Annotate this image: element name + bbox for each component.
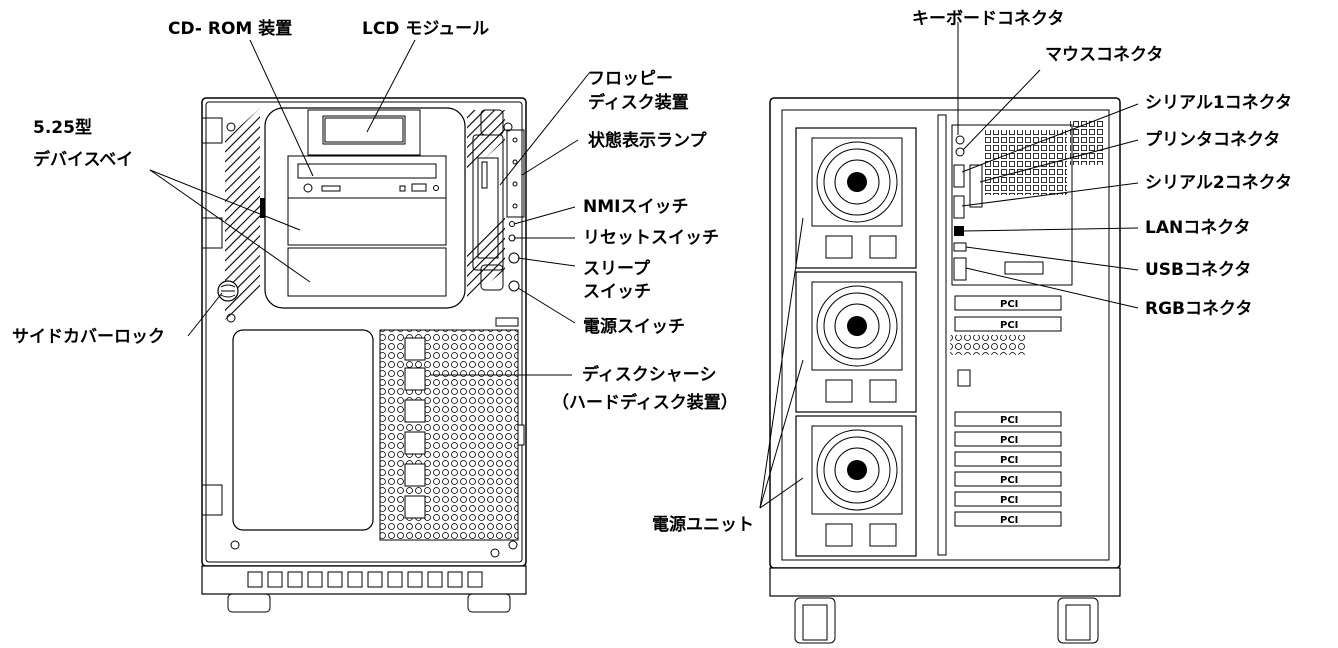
front-base xyxy=(201,565,527,595)
casters xyxy=(794,597,1099,644)
upper-bay-panel xyxy=(264,107,466,309)
cdrom-label: CD- ROM 装置 xyxy=(168,18,292,39)
serial2-port xyxy=(953,195,965,219)
rear-labels: キーボードコネクタ マウスコネクタ シリアル1コネクタ プリンタコネクタ シリア… xyxy=(652,9,1292,535)
base-vents xyxy=(247,571,483,588)
floppy-label-line2: ディスク装置 xyxy=(588,92,689,113)
lcd-module xyxy=(307,109,421,156)
pci-label: PCI xyxy=(1000,475,1018,486)
pci-label: PCI xyxy=(1000,495,1018,506)
pci-label: PCI xyxy=(1000,299,1018,310)
rear-view: PCI PCI PCI PCI PCI PCI PCI PCI xyxy=(769,97,1121,644)
psu-ac-inlets xyxy=(825,235,897,547)
printer-label: プリンタコネクタ xyxy=(1145,129,1280,150)
rear-io-panel xyxy=(951,124,1073,286)
sleep-label-line2: スイッチ xyxy=(583,282,651,302)
disk-chassis-label: ディスクシャーシ xyxy=(582,364,716,385)
device-bay-1 xyxy=(287,197,447,246)
power-switch xyxy=(508,280,520,292)
rgb-port xyxy=(953,257,967,281)
front-vent-left xyxy=(225,108,260,320)
front-vent-right xyxy=(467,110,505,175)
bay-label-line1: 5.25型 xyxy=(33,117,92,138)
lan-label: LANコネクタ xyxy=(1145,218,1251,238)
front-lower-panel xyxy=(232,329,374,531)
hdd-label: （ハードディスク装置） xyxy=(552,392,738,413)
keyboard-label: キーボードコネクタ xyxy=(912,9,1064,29)
bay-label-line2: デバイスベイ xyxy=(33,149,133,170)
sleep-label-line1: スリープ xyxy=(583,258,651,279)
power-switch-label: 電源スイッチ xyxy=(583,316,685,337)
status-lamp-label: 状態表示ランプ xyxy=(588,130,707,151)
keyboard-port xyxy=(955,135,965,145)
psu-fans xyxy=(811,137,903,515)
nmi-label: NMIスイッチ xyxy=(583,197,688,217)
side-lock-label: サイドカバーロック xyxy=(12,327,165,347)
front-labels: CD- ROM 装置 LCD モジュール フロッピー ディスク装置 状態表示ラン… xyxy=(12,18,738,413)
rear-base xyxy=(769,567,1121,597)
leader-lines xyxy=(149,22,1139,509)
pci-label: PCI xyxy=(1000,415,1018,426)
disk-chassis xyxy=(379,329,519,541)
pci-label: PCI xyxy=(1000,515,1018,526)
floppy-label-line1: フロッピー xyxy=(588,69,673,89)
pci-label: PCI xyxy=(1000,320,1018,331)
power-unit-label: 電源ユニット xyxy=(652,514,754,535)
front-view xyxy=(201,97,527,613)
hdd-trays xyxy=(404,337,426,519)
pci-label: PCI xyxy=(1000,435,1018,446)
rgb-label: RGBコネクタ xyxy=(1145,299,1252,319)
reset-label: リセットスイッチ xyxy=(583,228,719,248)
serial1-label: シリアル1コネクタ xyxy=(1145,93,1292,113)
pci-slot-labels: PCI PCI PCI PCI PCI PCI PCI PCI xyxy=(1000,299,1018,526)
mouse-port xyxy=(955,147,965,157)
printer-port xyxy=(969,164,983,208)
lcd-label: LCD モジュール xyxy=(362,19,489,39)
serial2-label: シリアル2コネクタ xyxy=(1145,173,1292,193)
pci-label: PCI xyxy=(1000,455,1018,466)
device-bay-2 xyxy=(287,247,447,297)
mouse-label: マウスコネクタ xyxy=(1045,45,1163,65)
serial1-port xyxy=(953,164,965,188)
pci-slots xyxy=(954,295,1062,527)
lan-port xyxy=(954,226,964,236)
usb-label: USBコネクタ xyxy=(1145,260,1251,280)
